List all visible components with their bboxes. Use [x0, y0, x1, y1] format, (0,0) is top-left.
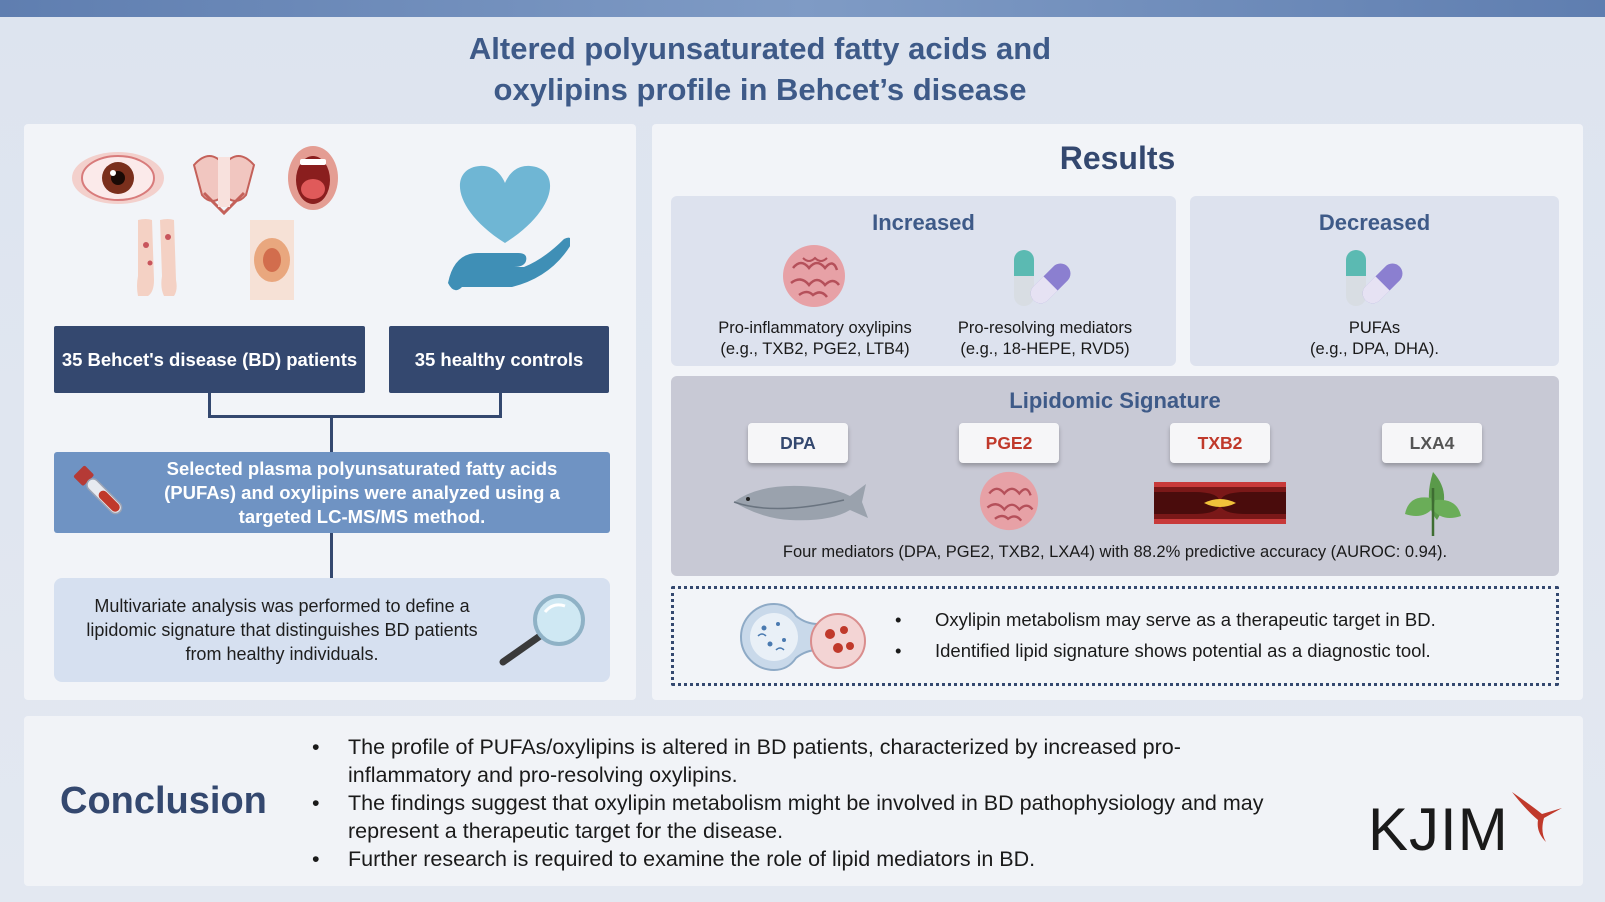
magnifying-glass-icon [499, 594, 585, 666]
conclusion-item: The profile of PUFAs/oxylipins is altere… [310, 733, 1300, 789]
connector-line [330, 415, 333, 452]
bd-patients-box: 35 Behcet's disease (BD) patients [54, 326, 365, 393]
lipidomic-signature-panel [671, 376, 1559, 576]
tag-dpa: DPA [748, 423, 848, 463]
cell-division-icon [740, 602, 866, 672]
inflamed-tissue-icon [979, 471, 1039, 531]
connector-line [499, 393, 502, 418]
capsule-icon [1014, 250, 1071, 306]
healthy-controls-box: 35 healthy controls [389, 326, 609, 393]
eye-icon [72, 152, 164, 204]
implication-item: •Identified lipid signature shows potent… [895, 640, 1431, 661]
connector-line [330, 533, 333, 578]
knee-joint-icon [250, 220, 294, 300]
fish-icon [733, 484, 868, 521]
implications-list: •Oxylipin metabolism may serve as a ther… [895, 604, 1436, 666]
connector-line [208, 393, 211, 418]
top-accent-bar [0, 0, 1605, 17]
leaf-icon [1405, 472, 1461, 536]
pro-resolving-label: Pro-resolving mediators (e.g., 18-HEPE, … [957, 319, 1133, 358]
conclusion-item: The findings suggest that oxylipin metab… [310, 789, 1300, 845]
capsule-icon [1346, 250, 1403, 306]
increased-panel [671, 196, 1176, 366]
signature-caption: Four mediators (DPA, PGE2, TXB2, LXA4) w… [782, 543, 1448, 561]
blood-sample-tube-icon [73, 465, 123, 515]
tag-pge2: PGE2 [959, 423, 1059, 463]
implication-item: •Oxylipin metabolism may serve as a ther… [895, 609, 1436, 630]
connector-line [208, 415, 502, 418]
implications-box [671, 586, 1559, 686]
conclusion-list: The profile of PUFAs/oxylipins is altere… [310, 733, 1300, 873]
results-title: Results [1059, 140, 1176, 176]
increased-title: Increased [872, 210, 975, 235]
conclusion-title: Conclusion [60, 780, 267, 822]
analysis-box: Multivariate analysis was performed to d… [54, 578, 610, 682]
page-title: Altered polyunsaturated fatty acids and … [468, 31, 1052, 107]
blood-vessel-icon [1154, 482, 1286, 524]
kjim-logo: KJIM [1368, 796, 1509, 863]
sinus-icon [192, 155, 256, 216]
inflamed-tissue-icon [783, 245, 845, 307]
pufas-label: PUFAs (e.g., DPA, DHA). [1310, 319, 1439, 358]
mouth-ulcer-icon [288, 146, 338, 210]
tag-txb2: TXB2 [1170, 423, 1270, 463]
lipidomic-signature-title: Lipidomic Signature [1009, 388, 1221, 413]
tag-lxa4: LXA4 [1382, 423, 1482, 463]
pro-inflammatory-label: Pro-inflammatory oxylipins (e.g., TXB2, … [718, 319, 912, 358]
method-box: Selected plasma polyunsaturated fatty ac… [54, 452, 610, 533]
bd-symptoms-illustration [72, 146, 338, 300]
heart-hand-icon [448, 165, 570, 291]
skin-lesion-legs-icon [137, 219, 177, 296]
decreased-title: Decreased [1318, 210, 1431, 235]
conclusion-item: Further research is required to examine … [310, 845, 1300, 873]
kjim-logo-mark-icon [1512, 792, 1562, 842]
